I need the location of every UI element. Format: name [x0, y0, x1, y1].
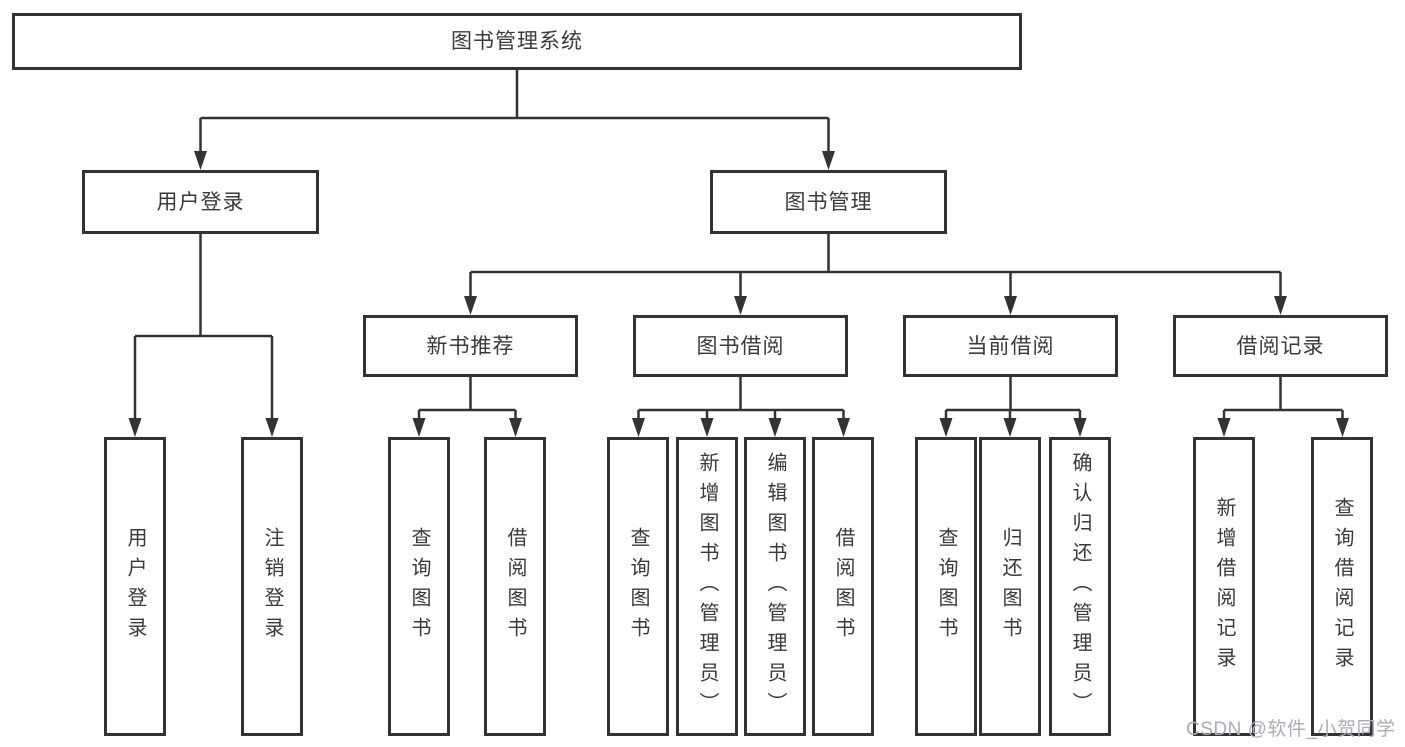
leaf-borrow-book: 借阅图书 — [812, 437, 874, 736]
leaf-edit-book-admin: 编辑图书（管理员） — [744, 437, 806, 736]
node-book-management: 图书管理 — [710, 170, 947, 234]
node-root: 图书管理系统 — [12, 13, 1022, 70]
connector-lines — [133, 70, 1344, 420]
leaf-add-borrow-record: 新增借阅记录 — [1193, 437, 1255, 736]
leaf-query-book-recommend: 查询图书 — [388, 437, 450, 736]
node-current-borrow: 当前借阅 — [903, 315, 1118, 377]
leaf-return-book: 归还图书 — [979, 437, 1041, 736]
csdn-watermark: CSDN @软件_小贺同学 — [1186, 719, 1396, 740]
node-borrow-records: 借阅记录 — [1173, 315, 1388, 377]
node-book-borrow: 图书借阅 — [633, 315, 848, 377]
leaf-add-book-admin: 新增图书（管理员） — [676, 437, 738, 736]
leaf-confirm-return-admin: 确认归还（管理员） — [1049, 437, 1111, 736]
leaf-logout: 注销登录 — [241, 437, 303, 736]
leaf-user-login: 用户登录 — [104, 437, 166, 736]
node-user-login: 用户登录 — [82, 170, 319, 234]
leaf-borrow-book-recommend: 借阅图书 — [484, 437, 546, 736]
leaf-query-borrow-record: 查询借阅记录 — [1311, 437, 1373, 736]
node-new-book-recommend: 新书推荐 — [363, 315, 578, 377]
leaf-query-book-borrow: 查询图书 — [607, 437, 669, 736]
leaf-query-book-current: 查询图书 — [915, 437, 977, 736]
